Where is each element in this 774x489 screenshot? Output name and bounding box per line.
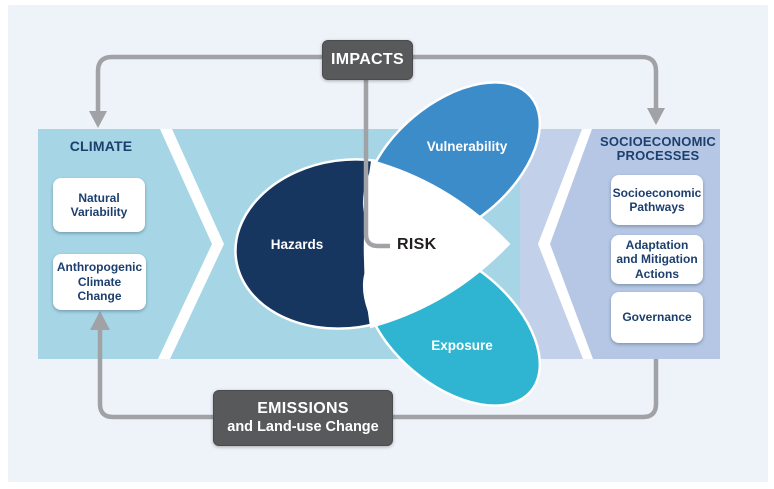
impacts-box: IMPACTS	[322, 40, 413, 80]
risk-center-shape	[363, 159, 511, 329]
arrow-up-icon	[90, 311, 110, 330]
socio-subband	[520, 129, 583, 359]
adaptation-mitigation-box: Adaptation and Mitigation Actions	[611, 235, 703, 284]
hazards-label: Hazards	[270, 237, 324, 252]
natural-variability-box: Natural Variability	[53, 178, 145, 232]
exposure-label: Exposure	[431, 338, 493, 353]
risk-connector-line	[363, 80, 390, 249]
impacts-label: IMPACTS	[331, 50, 404, 68]
emissions-label-line1: EMISSIONS	[257, 400, 349, 418]
socioeconomic-title: SOCIOECONOMIC PROCESSES	[600, 134, 716, 164]
arrow-down-right-icon	[647, 108, 665, 125]
risk-label: RISK	[397, 236, 437, 253]
anthropogenic-climate-change-box: Anthropogenic Climate Change	[53, 254, 146, 310]
emissions-box: EMISSIONS and Land-use Change	[213, 390, 393, 446]
socioeconomic-pathways-box: Socioeconomic Pathways	[611, 175, 703, 225]
climate-title: CLIMATE	[69, 138, 133, 154]
vulnerability-label: Vulnerability	[426, 139, 508, 154]
governance-box: Governance	[611, 292, 703, 343]
emissions-label-line2: and Land-use Change	[227, 418, 379, 435]
arrow-down-left-icon	[89, 111, 107, 128]
